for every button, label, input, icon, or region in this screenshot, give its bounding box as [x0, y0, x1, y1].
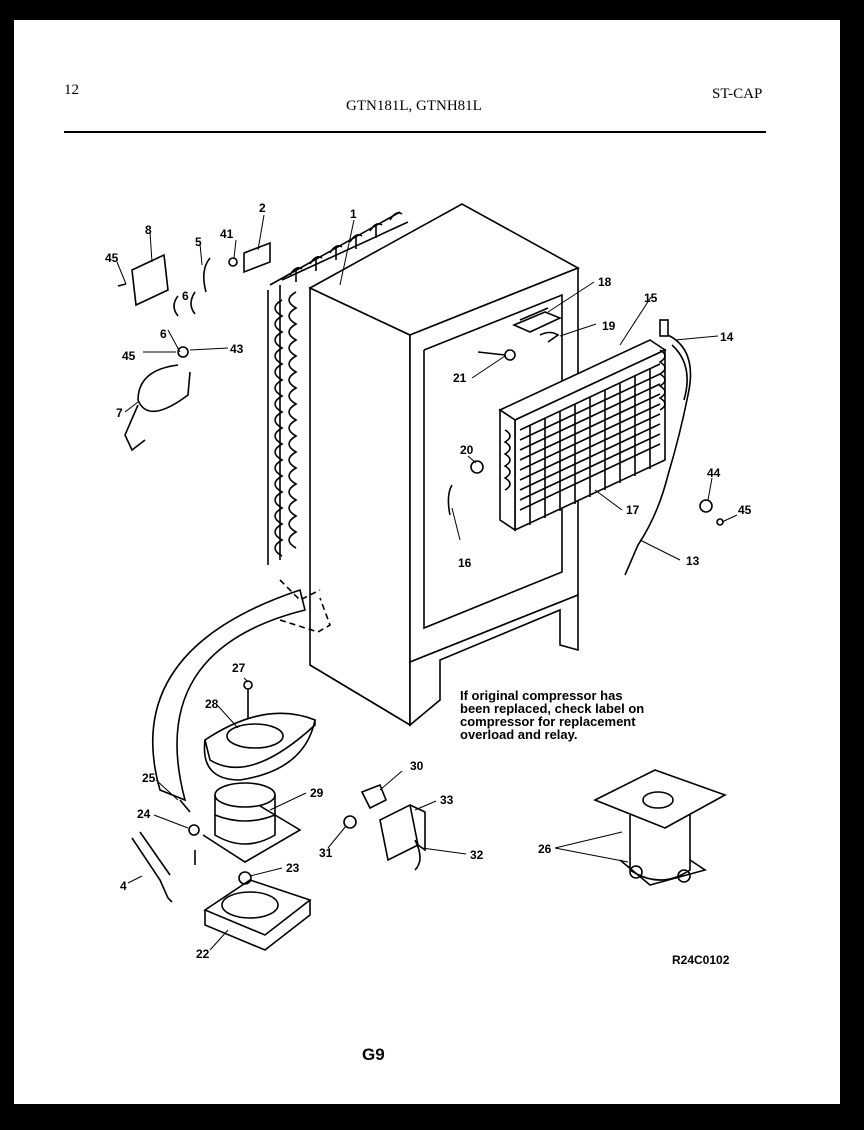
part-label-18: 18	[598, 275, 612, 289]
part-label-14: 14	[720, 330, 734, 344]
part-label-21: 21	[453, 371, 467, 385]
part-label-43: 43	[230, 342, 244, 356]
part-label-45c: 45	[738, 503, 752, 517]
condenser-coil	[267, 211, 409, 565]
airflow-arrow	[151, 579, 331, 802]
part-label-44: 44	[707, 466, 721, 480]
part-label-25: 25	[142, 771, 156, 785]
header-rule	[64, 131, 766, 133]
note-line-1: If original compressor has	[460, 688, 623, 703]
part-label-20: 20	[460, 443, 474, 457]
part-label-24: 24	[137, 807, 151, 821]
part-label-41: 41	[220, 227, 234, 241]
part-labels: 1 2 4 5 6 8 7 45 45 41 43 18 15 19 14 21…	[105, 201, 752, 961]
part-label-15: 15	[644, 291, 658, 305]
part-label-32: 32	[470, 848, 484, 862]
part-label-13: 13	[686, 554, 700, 568]
evaporator-coil	[498, 339, 667, 532]
note-line-2: been replaced, check label on	[460, 701, 645, 716]
part-label-45b: 45	[122, 349, 136, 363]
compressor-base	[203, 871, 312, 951]
part-label-23: 23	[286, 861, 300, 875]
part-label-29: 29	[310, 786, 324, 800]
part-label-5: 5	[195, 235, 202, 249]
part-label-28: 28	[205, 697, 219, 711]
model-numbers: GTN181L, GTNH81L	[346, 98, 482, 114]
part-label-7: 7	[116, 406, 123, 420]
small-hardware	[447, 307, 724, 526]
drain-pan	[203, 680, 316, 781]
part-label-6a: 6	[160, 327, 167, 341]
part-label-6b: 6	[182, 289, 189, 303]
power-cord-hardware	[117, 241, 271, 452]
replacement-compressor	[593, 769, 727, 886]
part-label-2: 2	[259, 201, 266, 215]
part-label-30: 30	[410, 759, 424, 773]
relay-overload	[343, 783, 426, 871]
leader-lines	[116, 214, 738, 951]
heater-harness	[624, 319, 692, 576]
part-label-31: 31	[319, 846, 333, 860]
part-label-33: 33	[440, 793, 454, 807]
footer-code: G9	[362, 1045, 385, 1064]
part-label-45a: 45	[105, 251, 119, 265]
part-label-22: 22	[196, 947, 210, 961]
page-number: 12	[64, 82, 79, 98]
part-label-27: 27	[232, 661, 246, 675]
replacement-note: If original compressor has been replaced…	[460, 689, 644, 741]
part-label-19: 19	[602, 319, 616, 333]
part-label-17: 17	[626, 503, 640, 517]
part-label-4: 4	[120, 879, 127, 893]
part-label-26a: 26	[538, 842, 552, 856]
note-line-3: compressor for replacement	[460, 714, 636, 729]
note-line-4: overload and relay.	[460, 727, 578, 742]
part-label-8: 8	[145, 223, 152, 237]
part-label-16: 16	[458, 556, 472, 570]
drawing-number: R24C0102	[672, 953, 730, 967]
cabinet-illustration	[308, 203, 580, 727]
section-code: ST-CAP	[712, 86, 763, 102]
drier-tube	[131, 831, 173, 903]
part-label-1: 1	[350, 207, 357, 221]
compressor	[179, 782, 302, 865]
